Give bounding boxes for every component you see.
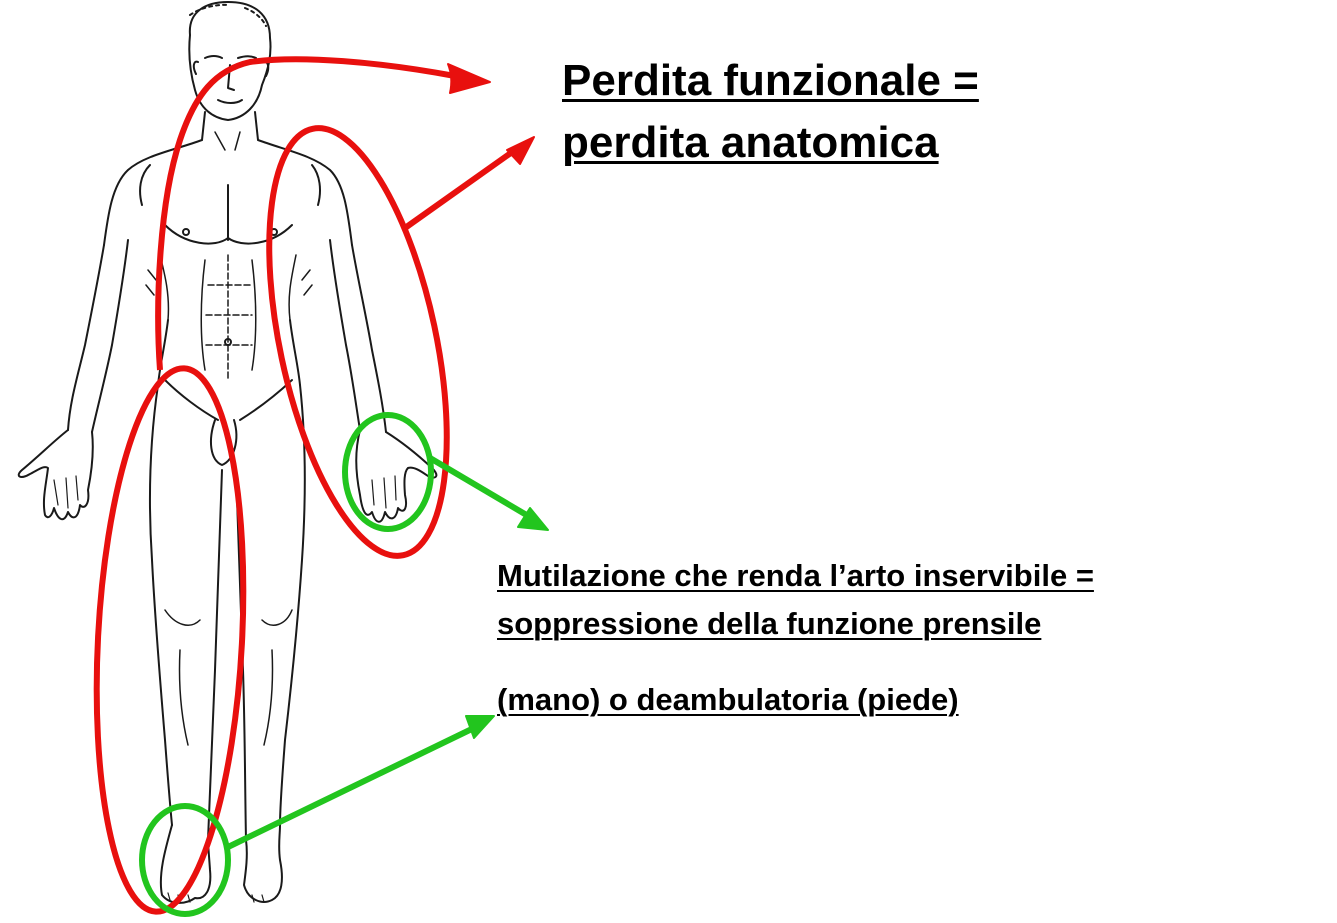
note-line-1: Mutilazione che renda l’arto inservibile… — [497, 558, 1094, 593]
headline-line-1: Perdita funzionale = — [562, 56, 979, 105]
anatomical-loss-markers — [93, 56, 517, 915]
foot-circle — [139, 803, 231, 917]
trunk-arrow-head — [447, 63, 491, 94]
trunk-loop-arrow — [155, 56, 456, 371]
leg-ellipse — [93, 365, 247, 915]
functional-loss-markers — [139, 412, 537, 917]
headline-line-2: perdita anatomica — [562, 118, 939, 167]
arm-arrow-head — [506, 136, 535, 165]
foot-arrow-line — [224, 723, 480, 851]
note-line-3: (mano) o deambulatoria (piede) — [497, 682, 959, 717]
hand-circle — [342, 412, 434, 532]
arm-arrow-line — [403, 147, 517, 231]
note-line-2: soppressione della funzione prensile — [497, 606, 1042, 641]
arm-ellipse — [266, 125, 450, 559]
foot-arrow-head — [465, 715, 495, 739]
hand-arrow-line — [428, 455, 537, 523]
hand-arrow-head — [517, 507, 549, 531]
